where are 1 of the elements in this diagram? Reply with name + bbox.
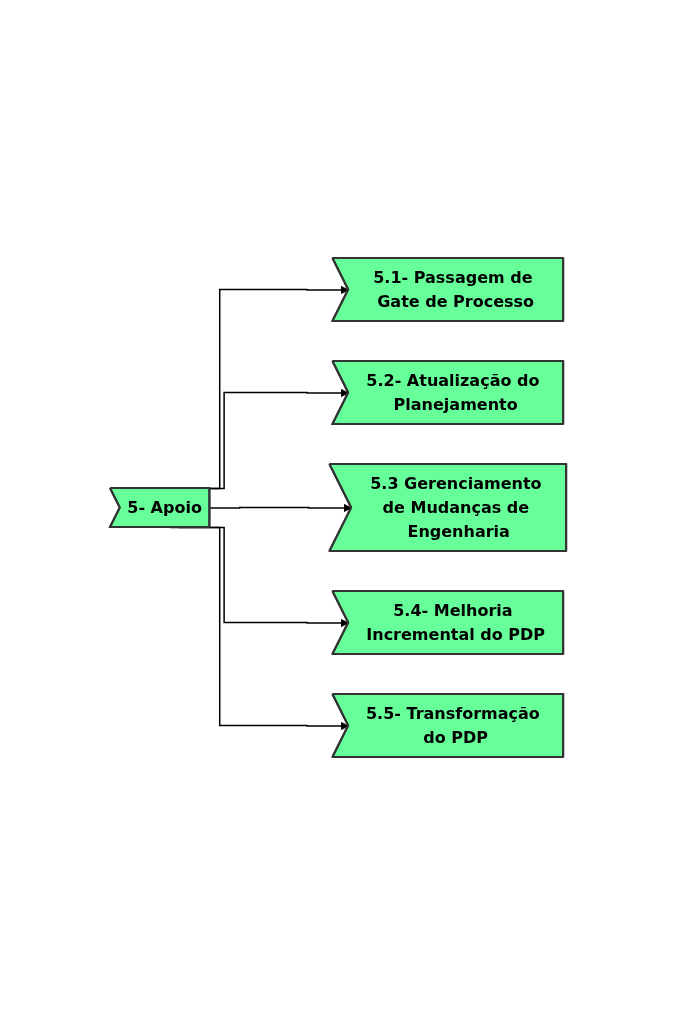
arrow <box>209 503 352 513</box>
